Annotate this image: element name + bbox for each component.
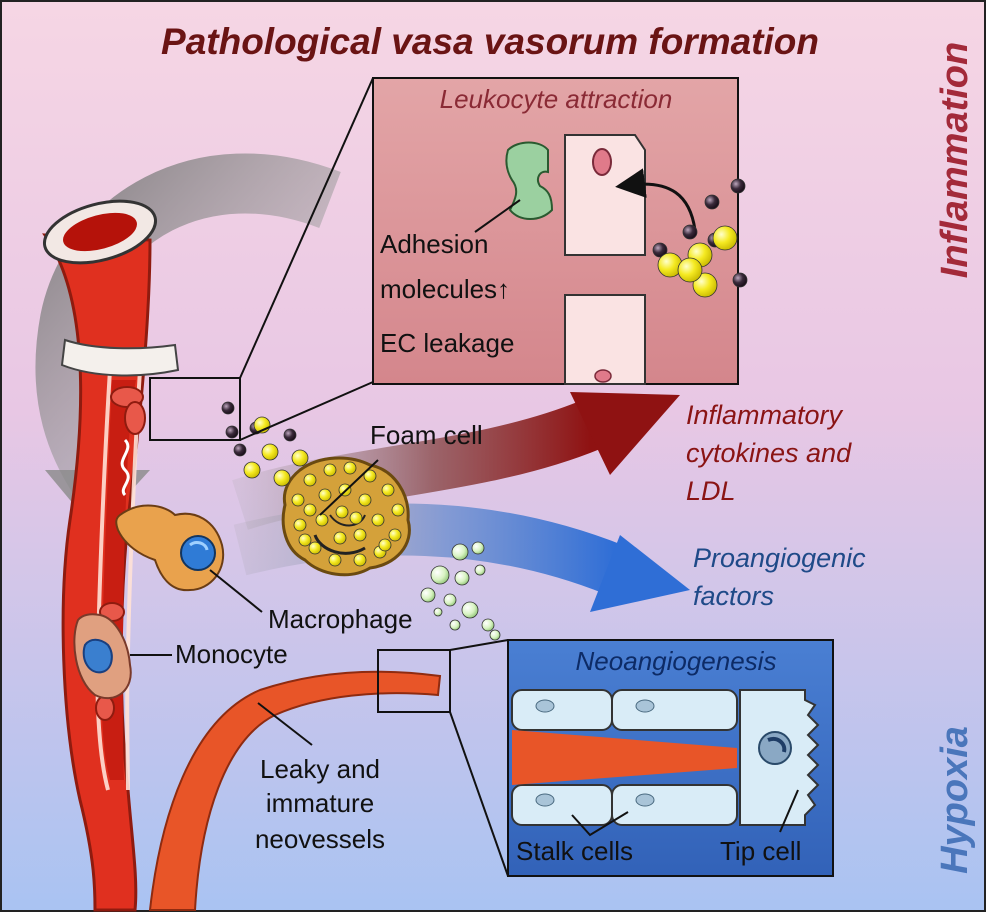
zoom-box-top — [149, 377, 241, 441]
lipid-droplet — [308, 541, 322, 555]
inflammatory-label-3: LDL — [686, 476, 736, 506]
lipid-particle — [273, 469, 291, 487]
proangiogenic-bubble — [474, 564, 486, 576]
loose-particles — [221, 401, 309, 487]
lipid-particle — [712, 225, 738, 251]
leukocyte-particle — [704, 194, 720, 210]
endothelial-cell-top — [564, 134, 646, 256]
ldl-particle — [225, 425, 239, 439]
lipid-droplet — [391, 503, 405, 517]
proangiogenic-bubble — [481, 618, 495, 632]
leukocyte-particle — [652, 242, 668, 258]
lipid-droplet — [298, 533, 312, 547]
inflammatory-label-2: cytokines and — [686, 438, 852, 468]
monocyte-cell — [73, 613, 132, 700]
lipid-droplet — [303, 503, 317, 517]
proangiogenic-label-1: Proangiogenic — [693, 543, 866, 573]
proangiogenic-bubble — [489, 629, 501, 641]
panel-particles — [652, 178, 748, 298]
proangiogenic-bubble — [454, 570, 470, 586]
diagram-title: Pathological vasa vasorum formation — [161, 21, 819, 62]
proangiogenic-arrow-head — [590, 535, 690, 612]
hypoxia-side-label: Hypoxia — [934, 726, 976, 874]
lipid-particle — [243, 461, 261, 479]
neoangiogenesis-panel: Neoangiogenesis Stalk cells Tip cell — [507, 639, 834, 877]
lipid-particle — [261, 443, 279, 461]
migration-arrow — [615, 168, 697, 231]
proangiogenic-bubble — [461, 601, 479, 619]
lipid-droplet — [353, 553, 367, 567]
inflammatory-label-1: Inflammatory — [686, 400, 844, 430]
leukocyte-panel-title: Leukocyte attraction — [440, 84, 673, 114]
proangiogenic-bubble — [451, 543, 469, 561]
lipid-droplet — [371, 513, 385, 527]
lipid-droplet — [353, 528, 367, 542]
lipid-droplet — [363, 469, 377, 483]
adhesion-label-1: Adhesion — [380, 229, 488, 259]
lipid-droplet — [358, 493, 372, 507]
proangiogenic-bubble — [430, 565, 450, 585]
proangiogenic-bubbles — [420, 541, 501, 641]
macrophage-label: Macrophage — [268, 604, 413, 634]
neovessel-branch — [148, 670, 442, 911]
leaky-label-2: immature — [266, 788, 374, 818]
leukocyte-particle — [682, 224, 698, 240]
lipid-droplet — [349, 511, 363, 525]
monocyte-label: Monocyte — [175, 639, 288, 669]
neovessel-lumen — [512, 730, 737, 785]
lipid-droplet — [291, 493, 305, 507]
ldl-particle — [233, 443, 247, 457]
proangiogenic-label-2: factors — [693, 581, 774, 611]
lipid-particle — [692, 272, 718, 298]
leukocyte-particle — [732, 272, 748, 288]
lipid-droplet — [381, 483, 395, 497]
leukocyte-attraction-panel: Leukocyte attraction Adhesion molecules↑… — [372, 77, 739, 385]
proangiogenic-bubble — [420, 587, 436, 603]
endothelial-cell-bottom — [564, 294, 646, 385]
ldl-particle — [221, 401, 235, 415]
lipid-droplet — [293, 518, 307, 532]
lipid-droplet — [323, 463, 337, 477]
adhesion-molecule-icon — [505, 141, 554, 220]
lipid-droplet — [328, 553, 342, 567]
proangiogenic-bubble — [443, 593, 457, 607]
lipid-droplet — [335, 505, 349, 519]
adhesion-label-2: molecules↑ — [380, 274, 510, 304]
proangiogenic-bubble — [433, 607, 443, 617]
lipid-droplet — [315, 513, 329, 527]
ldl-particle — [283, 428, 297, 442]
macrophage-cell — [115, 504, 225, 592]
leaky-label-3: neovessels — [255, 824, 385, 854]
leukocyte-particle — [730, 178, 746, 194]
neoangiogenesis-panel-title: Neoangiogenesis — [576, 646, 777, 676]
inflammation-side-label: Inflammation — [934, 42, 976, 278]
proangiogenic-bubble — [449, 619, 461, 631]
tip-cell-label: Tip cell — [720, 836, 801, 866]
stalk-cells-label: Stalk cells — [516, 836, 633, 866]
lipid-droplet — [388, 528, 402, 542]
leaky-label-1: Leaky and — [260, 754, 380, 784]
lipid-droplet — [378, 538, 392, 552]
inflammatory-arrow-head — [570, 392, 680, 475]
ec-leakage-label: EC leakage — [380, 328, 514, 358]
zoom-box-bottom — [377, 649, 451, 713]
foam-cell-label: Foam cell — [370, 420, 483, 450]
lipid-droplet — [318, 488, 332, 502]
lipid-droplet — [333, 531, 347, 545]
protein-strand — [120, 438, 130, 497]
lipid-droplet — [303, 473, 317, 487]
lipid-particle — [291, 449, 309, 467]
proangiogenic-bubble — [471, 541, 485, 555]
lipid-particle — [677, 257, 703, 283]
lipid-droplet — [343, 461, 357, 475]
